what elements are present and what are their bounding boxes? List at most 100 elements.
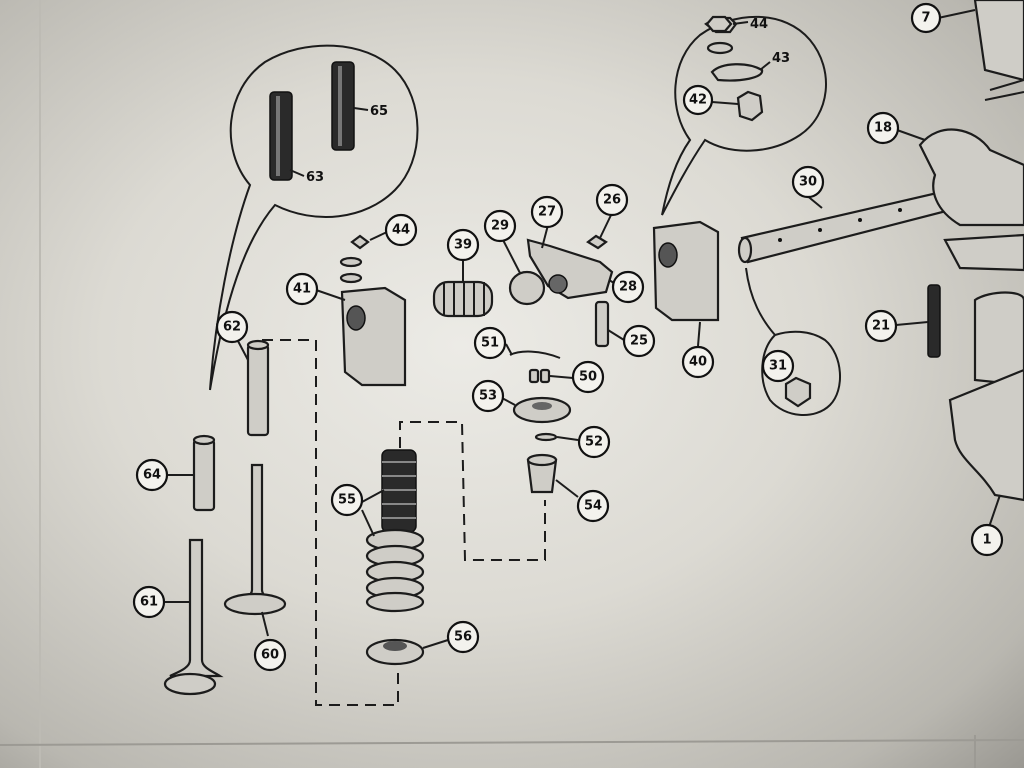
valve-guide-62-top <box>246 339 270 351</box>
callout-text-52: 52 <box>585 435 603 450</box>
callout-60: 60 <box>253 638 287 672</box>
callout-21: 21 <box>864 309 898 343</box>
callout-55: 55 <box>330 483 364 517</box>
callout-64: 64 <box>135 458 169 492</box>
leader-lines <box>165 9 1001 649</box>
adjusting-screw-25 <box>594 300 610 348</box>
inner-valve-spring <box>381 449 417 533</box>
callout-text-56: 56 <box>454 630 472 645</box>
nut-26 <box>586 234 608 250</box>
valve-guide-62 <box>246 343 270 437</box>
callout-text-44-a: 44 <box>750 17 768 32</box>
callout-31: 31 <box>761 349 795 383</box>
spring-seat-56-hole <box>383 641 407 651</box>
callout-62: 62 <box>215 310 249 344</box>
plug-31 <box>784 376 812 408</box>
callout-41: 41 <box>285 272 319 306</box>
cotter-50-a <box>528 368 540 384</box>
callout-text-51: 51 <box>481 336 499 351</box>
lock-plate-43 <box>710 63 764 82</box>
callout-18: 18 <box>866 111 900 145</box>
pedestal-41-bore <box>346 305 366 331</box>
callout-text-43: 43 <box>772 51 790 66</box>
callout-25: 25 <box>622 324 656 358</box>
bolt-42 <box>736 90 764 122</box>
cover-7 <box>973 0 1024 82</box>
leader-63 <box>289 169 305 177</box>
callout-40: 40 <box>681 345 715 379</box>
spring-cap-53-hole <box>532 402 552 410</box>
callout-text-53: 53 <box>479 389 497 404</box>
callout-text-28: 28 <box>619 280 637 295</box>
rocker-pedestal-41 <box>340 286 407 387</box>
rocker-bush-29 <box>508 270 546 306</box>
callout-text-64: 64 <box>143 468 161 483</box>
nut-44 <box>350 234 370 250</box>
callout-61: 61 <box>132 585 166 619</box>
inset-balloon-right <box>661 15 827 216</box>
callout-text-42: 42 <box>689 93 707 108</box>
valve-guide-64 <box>192 438 216 512</box>
inlet-valve-61 <box>169 538 224 678</box>
assembly-line-outer <box>262 339 399 706</box>
callout-50: 50 <box>571 360 605 394</box>
callout-text-40: 40 <box>689 355 707 370</box>
leader-65 <box>353 107 369 111</box>
label-63: 63 <box>306 170 324 185</box>
callout-text-60: 60 <box>261 648 279 663</box>
inset-balloon-left <box>209 44 419 391</box>
thermostat-housing-18 <box>918 128 1024 227</box>
callout-26: 26 <box>595 183 629 217</box>
callout-text-18: 18 <box>874 121 892 136</box>
rocker-shaft-30 <box>740 188 960 264</box>
stud-21 <box>927 284 941 358</box>
callout-text-29: 29 <box>491 219 509 234</box>
rocker-shaft-end <box>737 236 753 264</box>
washer-pedestal-2 <box>339 272 363 284</box>
water-pump-body-1 <box>948 368 1024 502</box>
pin-63 <box>269 91 293 181</box>
callout-29: 29 <box>483 209 517 243</box>
pin-65 <box>331 61 355 151</box>
callout-text-7: 7 <box>921 11 930 26</box>
rocker-pedestal-40 <box>652 220 720 322</box>
callout-text-25: 25 <box>630 334 648 349</box>
callout-text-1: 1 <box>982 533 991 548</box>
washer-pedestal <box>339 256 363 268</box>
oil-seal-52 <box>534 432 558 442</box>
exhaust-valve-60 <box>227 463 286 608</box>
callout-7: 7 <box>910 2 942 34</box>
gasket-mid <box>943 233 1024 272</box>
callout-27: 27 <box>530 195 564 229</box>
callout-44-b: 44 <box>384 213 418 247</box>
rocker-arm-bore <box>548 274 568 294</box>
inlet-valve-61-head <box>163 672 217 696</box>
washer-inset <box>706 41 734 55</box>
callout-53: 53 <box>471 379 505 413</box>
shroud-54-top <box>526 453 558 467</box>
callout-text-21: 21 <box>872 319 890 334</box>
spring-seat-56 <box>365 638 425 666</box>
callout-44-a <box>705 15 733 33</box>
page-bottom-edge <box>0 739 1024 746</box>
callout-text-50: 50 <box>579 370 597 385</box>
callout-text-30: 30 <box>799 175 817 190</box>
callout-text-31: 31 <box>769 359 787 374</box>
pin-65-highlight <box>338 66 342 146</box>
label-65: 65 <box>370 104 388 119</box>
callout-text-27: 27 <box>538 205 556 220</box>
callout-text-55: 55 <box>338 493 356 508</box>
callout-56: 56 <box>446 620 480 654</box>
callout-1: 1 <box>970 523 1004 557</box>
callout-30: 30 <box>791 165 825 199</box>
rocker-spring-39 <box>432 280 494 318</box>
callout-text-26: 26 <box>603 193 621 208</box>
gasket-top <box>984 79 1024 101</box>
callout-text-44-b: 44 <box>392 223 410 238</box>
pedestal-40-bore <box>658 242 678 268</box>
thermostat-top <box>973 291 1024 387</box>
inset-balloon-31 <box>745 267 842 417</box>
assembly-line-inner <box>399 421 546 561</box>
